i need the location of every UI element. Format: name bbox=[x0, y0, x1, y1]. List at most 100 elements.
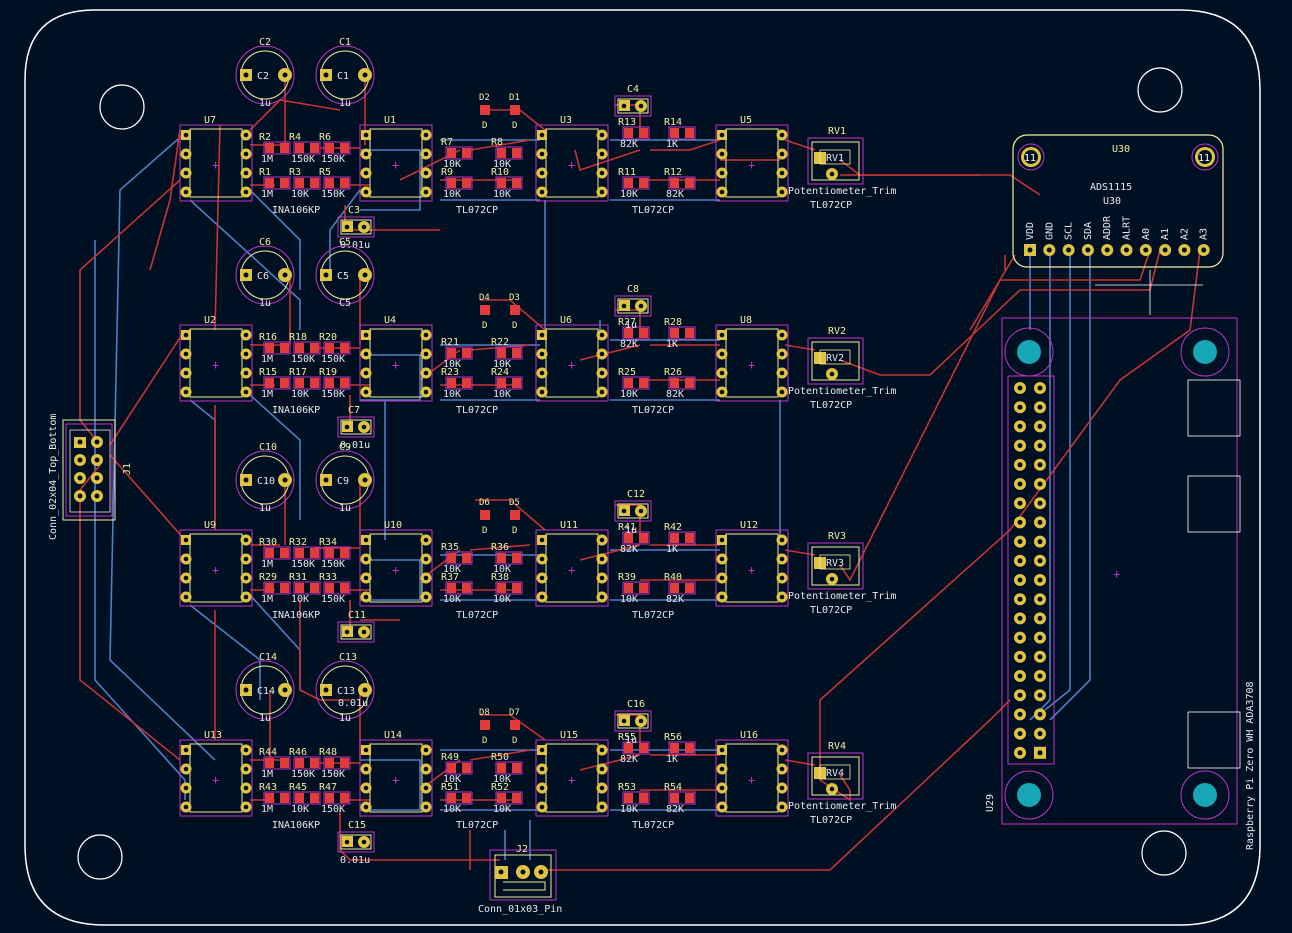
adc-pin[interactable]: ALRT bbox=[1120, 216, 1133, 256]
buffer-ic[interactable]: +U4 bbox=[359, 315, 433, 402]
adc-pin[interactable]: SCL bbox=[1062, 222, 1075, 256]
adc-pin[interactable]: A3 bbox=[1197, 228, 1210, 256]
adc-pin[interactable]: GND bbox=[1043, 222, 1056, 256]
bypass-capacitor[interactable]: C70.01u bbox=[337, 405, 375, 451]
adc-pin[interactable]: A0 bbox=[1139, 228, 1152, 256]
buffer-ic[interactable]: +U14 bbox=[359, 730, 433, 817]
diode[interactable]: D3D bbox=[509, 293, 520, 331]
connector-j2[interactable]: J2 Conn_01x03_Pin bbox=[478, 844, 562, 915]
diode[interactable]: D1D bbox=[509, 93, 520, 131]
adc-pin[interactable]: A1 bbox=[1159, 228, 1172, 256]
buffer-ic[interactable]: +U1 bbox=[359, 115, 433, 202]
diode[interactable]: D5D bbox=[509, 498, 520, 536]
adc-pin[interactable]: SDA bbox=[1081, 222, 1094, 256]
diode[interactable]: D2D bbox=[479, 93, 490, 131]
diode[interactable]: D8D bbox=[479, 708, 490, 746]
buffer-ic[interactable]: +U10 bbox=[359, 520, 433, 607]
raspberry-pi-zero-u29[interactable]: U29 Raspberry Pi Zero WH ADA3708 + bbox=[985, 317, 1256, 850]
connector-j1[interactable]: Conn_02x04_Top_Bottom J1 bbox=[48, 414, 133, 540]
adc-pin[interactable]: ADDR bbox=[1101, 215, 1114, 256]
diode[interactable]: D7D bbox=[509, 708, 520, 746]
diode[interactable]: D6D bbox=[479, 498, 490, 536]
diode[interactable]: D4D bbox=[479, 293, 490, 331]
